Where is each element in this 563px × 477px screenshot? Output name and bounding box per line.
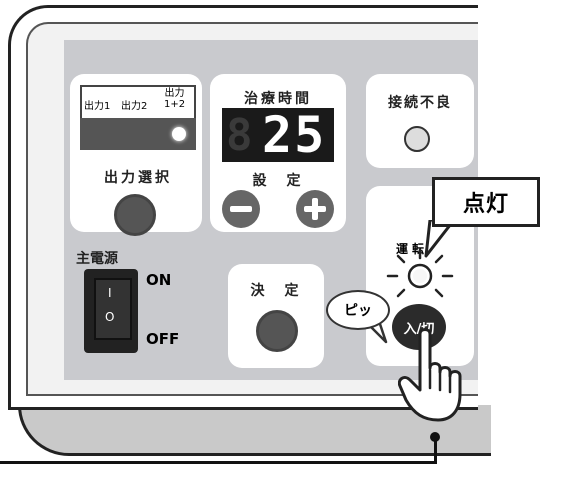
cable-vertical: [434, 440, 437, 464]
output-select-button[interactable]: [114, 194, 156, 236]
time-value: 25: [262, 106, 327, 164]
set-label: 設 定: [252, 173, 304, 189]
cable-horizontal: [0, 461, 437, 464]
beep-bubble: ピッ: [326, 290, 390, 330]
output-led: [172, 127, 186, 141]
power-switch-rocker: I O: [94, 278, 132, 340]
switch-off-mark: O: [105, 310, 115, 324]
device-base: [18, 405, 491, 456]
switch-on-mark: I: [108, 286, 112, 300]
time-display: 8 25: [222, 106, 334, 164]
hand-pointer-icon: [398, 328, 462, 422]
output-option-1: 出力1: [84, 101, 111, 112]
output-select-label: 出力選択: [104, 170, 172, 186]
confirm-label: 決 定: [250, 283, 302, 299]
output-options: 出力1 出力2 出力 1+2: [80, 85, 196, 120]
time-display-ghost-digit: 8: [226, 110, 253, 161]
minus-icon: [230, 206, 252, 212]
power-off-label: OFF: [146, 330, 180, 348]
run-led: [413, 269, 427, 283]
minus-button[interactable]: [222, 190, 260, 228]
treatment-time-label: 治療時間: [244, 91, 312, 107]
output-indicator-bar: [80, 118, 196, 150]
plus-icon-vertical: [312, 198, 318, 220]
power-on-label: ON: [146, 271, 172, 289]
confirm-button[interactable]: [256, 310, 298, 352]
run-label: 運転: [396, 242, 429, 256]
connection-error-label: 接続不良: [388, 95, 452, 111]
output-option-both: 出力 1+2: [164, 88, 186, 110]
run-led-lit-rays: [386, 248, 454, 298]
plus-button[interactable]: [296, 190, 334, 228]
output-option-2: 出力2: [121, 101, 148, 112]
power-label: 主電源: [76, 251, 118, 267]
connection-error-group: [366, 74, 474, 168]
cable-connector: [430, 432, 440, 442]
connection-error-led: [404, 126, 430, 152]
lit-callout: 点灯: [432, 177, 540, 227]
